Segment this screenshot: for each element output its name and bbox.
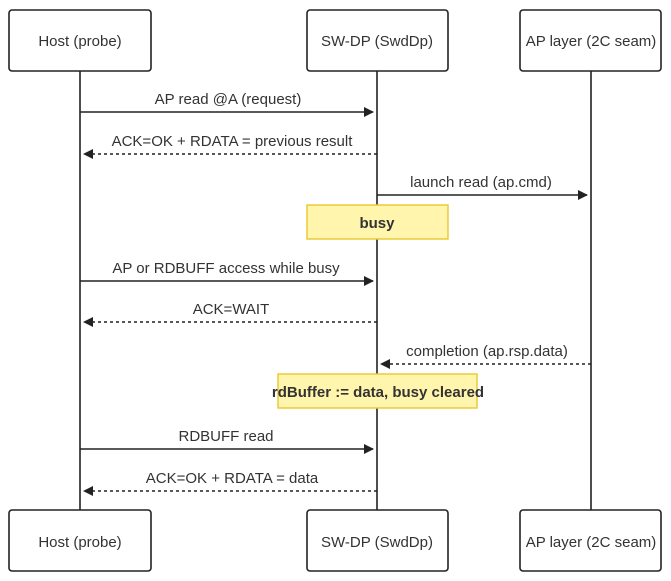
note-rdbuffer: rdBuffer := data, busy cleared <box>272 373 484 409</box>
message-label: launch read (ap.cmd) <box>410 174 552 191</box>
note-busy: busy <box>306 204 449 240</box>
note-rdbuffer-label: rdBuffer := data, busy cleared <box>272 384 484 401</box>
actor-swdp-label: SW-DP (SwdDp) <box>321 534 433 551</box>
actor-host-label: Host (probe) <box>38 33 121 50</box>
message-label: ACK=WAIT <box>193 301 270 318</box>
actor-host-bottom: Host (probe) <box>8 509 152 572</box>
message-label: AP read @A (request) <box>155 91 302 108</box>
message-label: AP or RDBUFF access while busy <box>112 260 340 277</box>
actor-swdp-bottom: SW-DP (SwdDp) <box>306 509 449 572</box>
actor-host-top: Host (probe) <box>8 9 152 72</box>
actor-ap-label: AP layer (2C seam) <box>526 33 657 50</box>
actor-ap-bottom: AP layer (2C seam) <box>519 509 662 572</box>
actor-ap-label: AP layer (2C seam) <box>526 534 657 551</box>
message-label: ACK=OK + RDATA = data <box>146 470 319 487</box>
message-label: ACK=OK + RDATA = previous result <box>112 133 354 150</box>
note-busy-label: busy <box>359 215 395 232</box>
actor-ap-top: AP layer (2C seam) <box>519 9 662 72</box>
actor-host-label: Host (probe) <box>38 534 121 551</box>
message-label: RDBUFF read <box>178 428 273 445</box>
message-label: completion (ap.rsp.data) <box>406 343 568 360</box>
actor-swdp-label: SW-DP (SwdDp) <box>321 33 433 50</box>
actor-swdp-top: SW-DP (SwdDp) <box>306 9 449 72</box>
